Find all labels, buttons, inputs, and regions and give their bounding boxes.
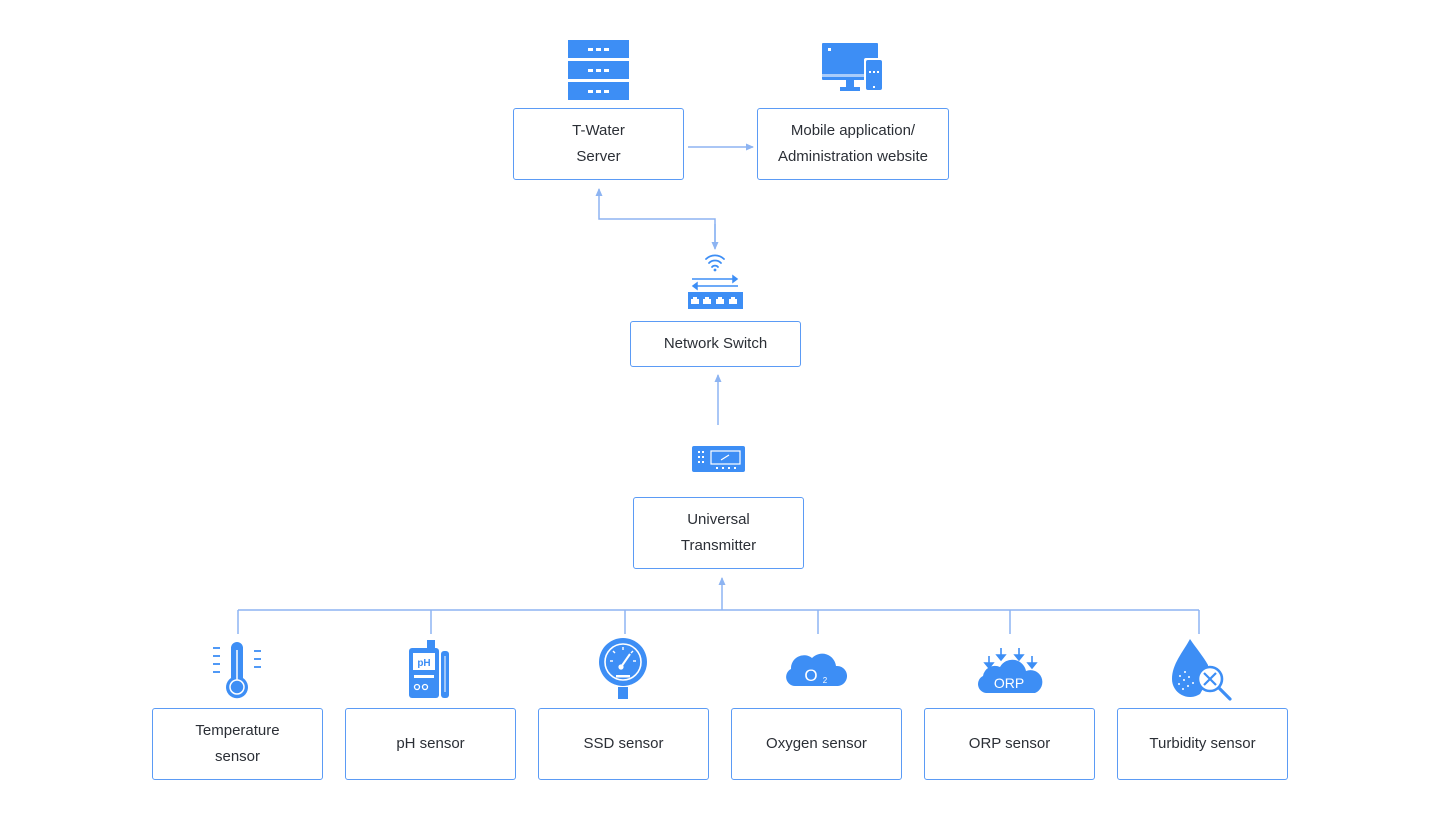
oxygen-icon-sub: 2: [823, 676, 828, 685]
ph-meter-icon: pH: [409, 640, 449, 698]
orp-cloud-icon: ORP: [978, 648, 1043, 693]
turbidity-sensor-node: Turbidity sensor: [1117, 708, 1288, 780]
water-drop-magnifier-icon: [1172, 639, 1232, 701]
turbidity-sensor-label: Turbidity sensor: [1149, 735, 1256, 752]
orp-sensor-label: ORP sensor: [968, 735, 1051, 752]
server-node-label: T-Water Server: [572, 122, 625, 165]
orp-sensor-node: ORP sensor: [924, 708, 1095, 780]
gauge-icon: [599, 638, 647, 699]
oxygen-sensor-label: Oxygen sensor: [766, 735, 867, 752]
transmitter-node: Universal Transmitter: [633, 497, 804, 569]
server-node: T-Water Server: [513, 108, 684, 180]
oxygen-icon-main: O: [804, 666, 817, 685]
connector-switch-to-server: [595, 188, 716, 246]
connectors: [237, 143, 1200, 634]
transmitter-node-label: Universal Transmitter: [680, 511, 757, 554]
transmitter-device-icon: [692, 446, 745, 472]
ph-sensor-label: pH sensor: [396, 735, 465, 752]
server-rack-icon: [568, 40, 629, 100]
network-switch-node: Network Switch: [630, 321, 801, 367]
mobile-app-node-label: Mobile application/ Administration websi…: [777, 122, 929, 165]
network-switch-node-label: Network Switch: [663, 335, 768, 352]
ssd-sensor-node: SSD sensor: [538, 708, 709, 780]
desktop-and-phone-icon: [822, 43, 884, 92]
ph-sensor-node: pH sensor: [345, 708, 516, 780]
network-switch-icon: [688, 254, 743, 309]
orp-icon-label: ORP: [994, 675, 1024, 691]
mobile-app-node: Mobile application/ Administration websi…: [757, 108, 949, 180]
temperature-sensor-node: Temperature sensor: [152, 708, 323, 780]
thermometer-icon: [213, 642, 261, 699]
ssd-sensor-label: SSD sensor: [583, 735, 664, 752]
ph-icon-label: pH: [417, 658, 430, 669]
oxygen-cloud-icon: O 2: [786, 653, 848, 686]
oxygen-sensor-node: Oxygen sensor: [731, 708, 902, 780]
temperature-sensor-label: Temperature sensor: [195, 722, 280, 765]
